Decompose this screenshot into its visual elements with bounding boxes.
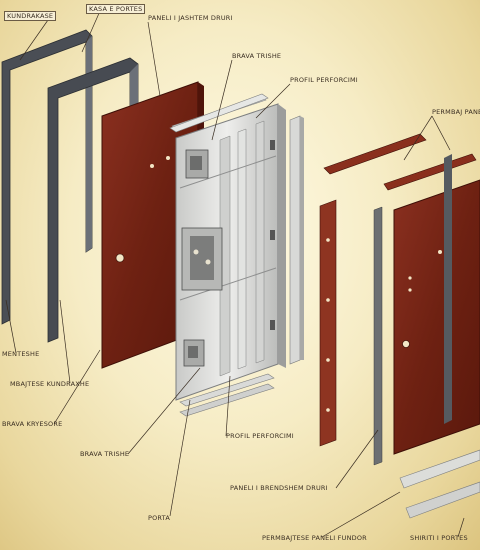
wood-strip [319,199,337,447]
leader-lines [5,10,465,538]
inner-wood-panel [393,179,480,455]
label-brava-trishe-top: BRAVA TRISHE [232,52,282,60]
label-shiriti-portes: SHIRITI I PORTES [410,534,468,542]
label-mbajtese-kundraxhe: MBAJTESE KUNDRAXHE [10,380,90,388]
label-permbajtesi-panelit: PERMBAJ PANELI [432,108,480,116]
outer-frame [1,29,93,325]
label-paneli-i-jashtem: PANELI I JASHTEM DRURI [148,14,233,22]
panel-retainer [373,206,383,466]
side-profile [289,115,304,365]
label-brava-trishe-bottom: BRAVA TRISHE [80,450,130,458]
metal-door-body [171,95,286,401]
label-profil-perforcimi-top: PROFIL PERFORCIMI [290,76,358,84]
right-frame-upright [444,154,452,424]
bottom-right-profiles [399,449,480,519]
label-brava-kryesore: BRAVA KRYESORE [2,420,63,428]
label-kundraxhe: KUNDRAKASE [4,11,57,21]
label-profil-perforcimi-bottom: PROFIL PERFORCIMI [226,432,294,440]
label-porta: PORTA [148,514,170,522]
label-permbajtese-panelit-fundor: PERMBAJTESE PANELI FUNDOR [262,534,367,542]
label-paneli-brendshem: PANELI I BRENDSHEM DRURI [230,484,328,492]
top-rail-1 [323,133,427,175]
bottom-profiles [179,373,275,417]
top-rail-2 [383,153,477,191]
label-menteshe: MENTESHE [2,350,40,358]
label-kasa-e-portes: KASA E PORTES [86,4,146,14]
